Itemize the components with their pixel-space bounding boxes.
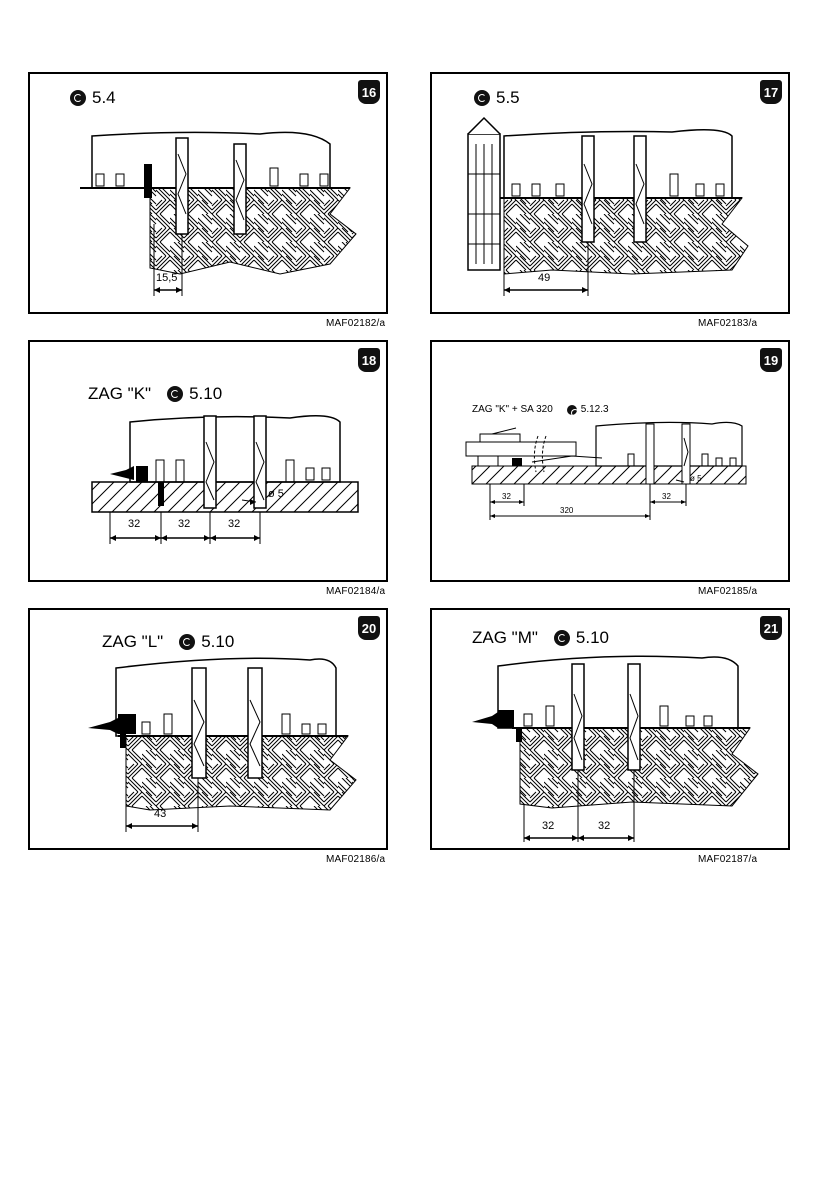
- figure-code: MAF02183/a: [698, 318, 757, 329]
- figure-number-badge: 18: [358, 348, 380, 372]
- figure-code: MAF02184/a: [326, 586, 385, 597]
- tool-label: ZAG "L": [102, 632, 163, 652]
- figure-number-badge: 19: [760, 348, 782, 372]
- figure-number-badge: 17: [760, 80, 782, 104]
- dimension-label: 32: [128, 518, 140, 530]
- dimension-label: 32: [228, 518, 240, 530]
- reference-icon: [179, 634, 195, 650]
- figure-header: ZAG "K" 5.10: [88, 384, 222, 404]
- drilling-diagram-19: [432, 342, 788, 580]
- dimension-label: 32: [502, 492, 511, 501]
- figure-code: MAF02187/a: [698, 854, 757, 865]
- figure-header: ZAG "L" 5.10: [102, 632, 234, 652]
- figure-header: ZAG "M" 5.10: [472, 628, 609, 648]
- section-ref: 5.5: [496, 88, 520, 108]
- figure-code: MAF02186/a: [326, 854, 385, 865]
- tool-label: ZAG "K": [88, 384, 151, 404]
- section-ref: 5.10: [189, 384, 222, 404]
- tool-label: ZAG "K" + SA 320: [472, 404, 553, 415]
- drilling-diagram-16: [30, 74, 386, 312]
- tool-label: ZAG "M": [472, 628, 538, 648]
- figure-19: ZAG "K" + SA 320 5.12.3 19 32 320 32 ø 5: [430, 340, 790, 582]
- reference-icon: [70, 90, 86, 106]
- section-ref: 5.12.3: [581, 404, 609, 415]
- reference-icon: [167, 386, 183, 402]
- section-ref: 5.10: [201, 632, 234, 652]
- figure-20: ZAG "L" 5.10 20 43: [28, 608, 388, 850]
- figure-number-badge: 20: [358, 616, 380, 640]
- figure-header: 5.4: [70, 88, 116, 108]
- dimension-label: 32: [598, 820, 610, 832]
- dimension-label: 49: [538, 272, 550, 284]
- figure-17: 5.5 17 49: [430, 72, 790, 314]
- dimension-label: 32: [542, 820, 554, 832]
- figure-18: ZAG "K" 5.10 18 32 32 32 ø 5: [28, 340, 388, 582]
- dimension-label: 32: [662, 492, 671, 501]
- figure-code: MAF02182/a: [326, 318, 385, 329]
- dimension-label: 43: [154, 808, 166, 820]
- drilling-diagram-18: [30, 342, 386, 580]
- figure-code: MAF02185/a: [698, 586, 757, 597]
- figure-21: ZAG "M" 5.10 21 32 32: [430, 608, 790, 850]
- diameter-label: ø 5: [268, 488, 284, 500]
- reference-icon: [474, 90, 490, 106]
- section-ref: 5.10: [576, 628, 609, 648]
- reference-icon: [567, 405, 577, 415]
- figure-number-badge: 21: [760, 616, 782, 640]
- figure-number-badge: 16: [358, 80, 380, 104]
- figure-16: 5.4 16 15,5: [28, 72, 388, 314]
- dimension-label: 15,5: [156, 272, 177, 284]
- drilling-diagram-17: [432, 74, 788, 312]
- reference-icon: [554, 630, 570, 646]
- figure-header: ZAG "K" + SA 320 5.12.3: [472, 404, 609, 415]
- dimension-label: 320: [560, 506, 573, 515]
- dimension-label: 32: [178, 518, 190, 530]
- diameter-label: ø 5: [690, 474, 702, 483]
- section-ref: 5.4: [92, 88, 116, 108]
- figure-header: 5.5: [474, 88, 520, 108]
